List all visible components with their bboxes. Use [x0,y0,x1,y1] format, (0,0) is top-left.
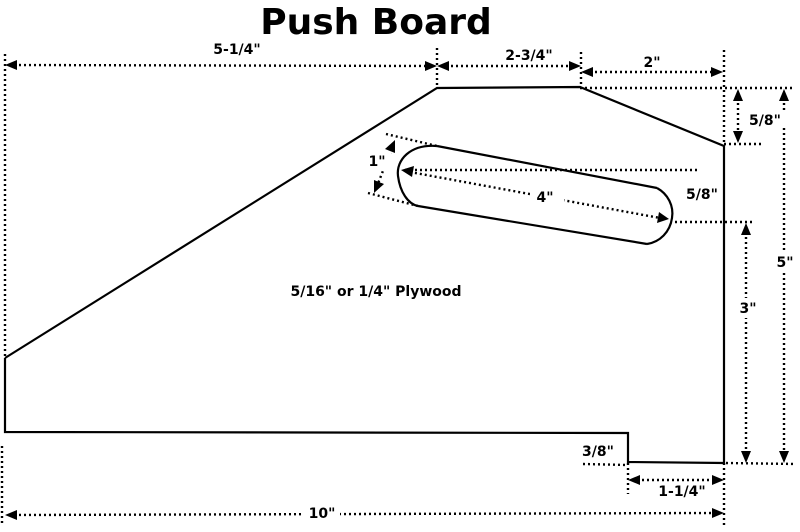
label-notch-width: 1-1/4" [658,484,705,500]
label-slot-offset: 5/8" [686,187,718,203]
dimension-labels: 5-1/4" 2-3/4" 2" 5/8" 1" 4" 5/8" 5/16" o… [205,40,796,522]
label-top-right-length: 2" [643,55,660,71]
label-material: 5/16" or 1/4" Plywood [290,284,461,300]
label-notch-depth: 3/8" [582,444,614,460]
label-top-left-length: 5-1/4" [213,42,260,58]
diagram-title: Push Board [260,2,492,43]
label-slot-length: 4" [536,190,553,206]
extension-lines [0,48,797,527]
board-outline [3,85,726,465]
hand-slot [396,144,674,246]
label-total-height: 5" [776,255,793,271]
label-right-upper-drop: 5/8" [749,113,781,129]
label-total-width: 10" [309,506,336,522]
label-slot-height-from-bottom: 3" [739,301,756,317]
label-slot-width: 1" [368,154,385,170]
label-top-middle-length: 2-3/4" [505,48,552,64]
